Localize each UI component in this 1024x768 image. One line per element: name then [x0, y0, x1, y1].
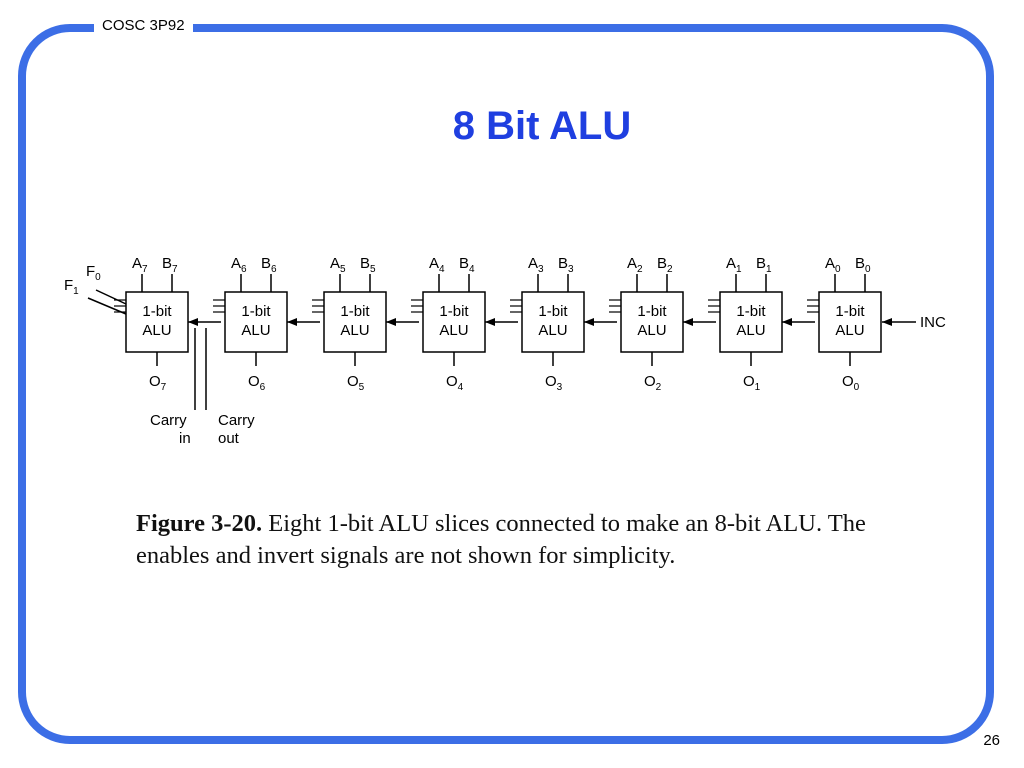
- f0-wire: [95, 289, 127, 305]
- alu-slice-label-bottom: ALU: [538, 322, 567, 339]
- alu-slice-box: [224, 291, 288, 353]
- input-a-label: A2: [627, 255, 643, 275]
- input-b-label: B4: [459, 255, 475, 275]
- alu-slice-label-bottom: ALU: [637, 322, 666, 339]
- slide-title: 8 Bit ALU: [452, 104, 632, 148]
- input-b-label: B3: [558, 255, 574, 275]
- slide-frame: [18, 24, 994, 744]
- figure-caption: Figure 3-20. Eight 1-bit ALU slices conn…: [136, 508, 896, 572]
- f1-wire: [87, 297, 127, 315]
- output-label: O7: [149, 373, 167, 393]
- input-b-label: B7: [162, 255, 178, 275]
- input-b-label: B5: [360, 255, 376, 275]
- carry-out-label-line2: out: [218, 430, 240, 447]
- alu-slice-label-bottom: ALU: [439, 322, 468, 339]
- alu-slice-label-bottom: ALU: [142, 322, 171, 339]
- alu-slice-box: [620, 291, 684, 353]
- carry-arrow-icon: [683, 318, 693, 326]
- alu-slice-label-bottom: ALU: [835, 322, 864, 339]
- carry-arrow-icon: [485, 318, 495, 326]
- caption-text: Eight 1-bit ALU slices connected to make…: [136, 510, 866, 569]
- input-b-label: B0: [855, 255, 871, 275]
- alu-slice-label-top: 1-bit: [439, 303, 469, 320]
- input-a-label: A6: [231, 255, 247, 275]
- course-label: COSC 3P92: [94, 16, 193, 36]
- carry-arrow-icon: [782, 318, 792, 326]
- input-b-label: B6: [261, 255, 277, 275]
- alu-slice-label-bottom: ALU: [241, 322, 270, 339]
- input-a-label: A7: [132, 255, 148, 275]
- input-b-label: B1: [756, 255, 772, 275]
- alu-slice-label-top: 1-bit: [340, 303, 370, 320]
- output-label: O3: [545, 373, 563, 393]
- input-a-label: A5: [330, 255, 346, 275]
- alu-slice-label-bottom: ALU: [736, 322, 765, 339]
- alu-slice-label-top: 1-bit: [142, 303, 172, 320]
- carry-in-label-line1: Carry: [150, 412, 187, 429]
- output-label: O6: [248, 373, 266, 393]
- alu-slice-label-top: 1-bit: [538, 303, 568, 320]
- output-label: O1: [743, 373, 761, 393]
- output-label: O4: [446, 373, 464, 393]
- output-label: O5: [347, 373, 365, 393]
- carry-out-label-line1: Carry: [218, 412, 255, 429]
- alu-slice-label-top: 1-bit: [736, 303, 766, 320]
- input-b-label: B2: [657, 255, 673, 275]
- input-a-label: A1: [726, 255, 742, 275]
- output-label: O2: [644, 373, 662, 393]
- alu-slice-label-top: 1-bit: [637, 303, 667, 320]
- carry-arrow-icon: [584, 318, 594, 326]
- carry-arrow-icon: [188, 318, 198, 326]
- f0-label: F0: [86, 263, 101, 283]
- alu-slice-label-top: 1-bit: [241, 303, 271, 320]
- carry-arrow-icon: [386, 318, 396, 326]
- alu-slice-label-bottom: ALU: [340, 322, 369, 339]
- carry-in-label-line2: in: [179, 430, 191, 447]
- inc-arrow-icon: [882, 318, 892, 326]
- alu-slice-box: [818, 291, 882, 353]
- alu-slice-box: [323, 291, 387, 353]
- input-a-label: A3: [528, 255, 544, 275]
- inc-label: INC: [920, 314, 946, 331]
- alu-slice-label-top: 1-bit: [835, 303, 865, 320]
- output-label: O0: [842, 373, 860, 393]
- carry-arrow-icon: [287, 318, 297, 326]
- caption-label: Figure 3-20.: [136, 510, 263, 537]
- page-number: 26: [983, 732, 1000, 749]
- f1-label: F1: [64, 277, 79, 297]
- input-a-label: A4: [429, 255, 445, 275]
- input-a-label: A0: [825, 255, 841, 275]
- alu-slice-box: [521, 291, 585, 353]
